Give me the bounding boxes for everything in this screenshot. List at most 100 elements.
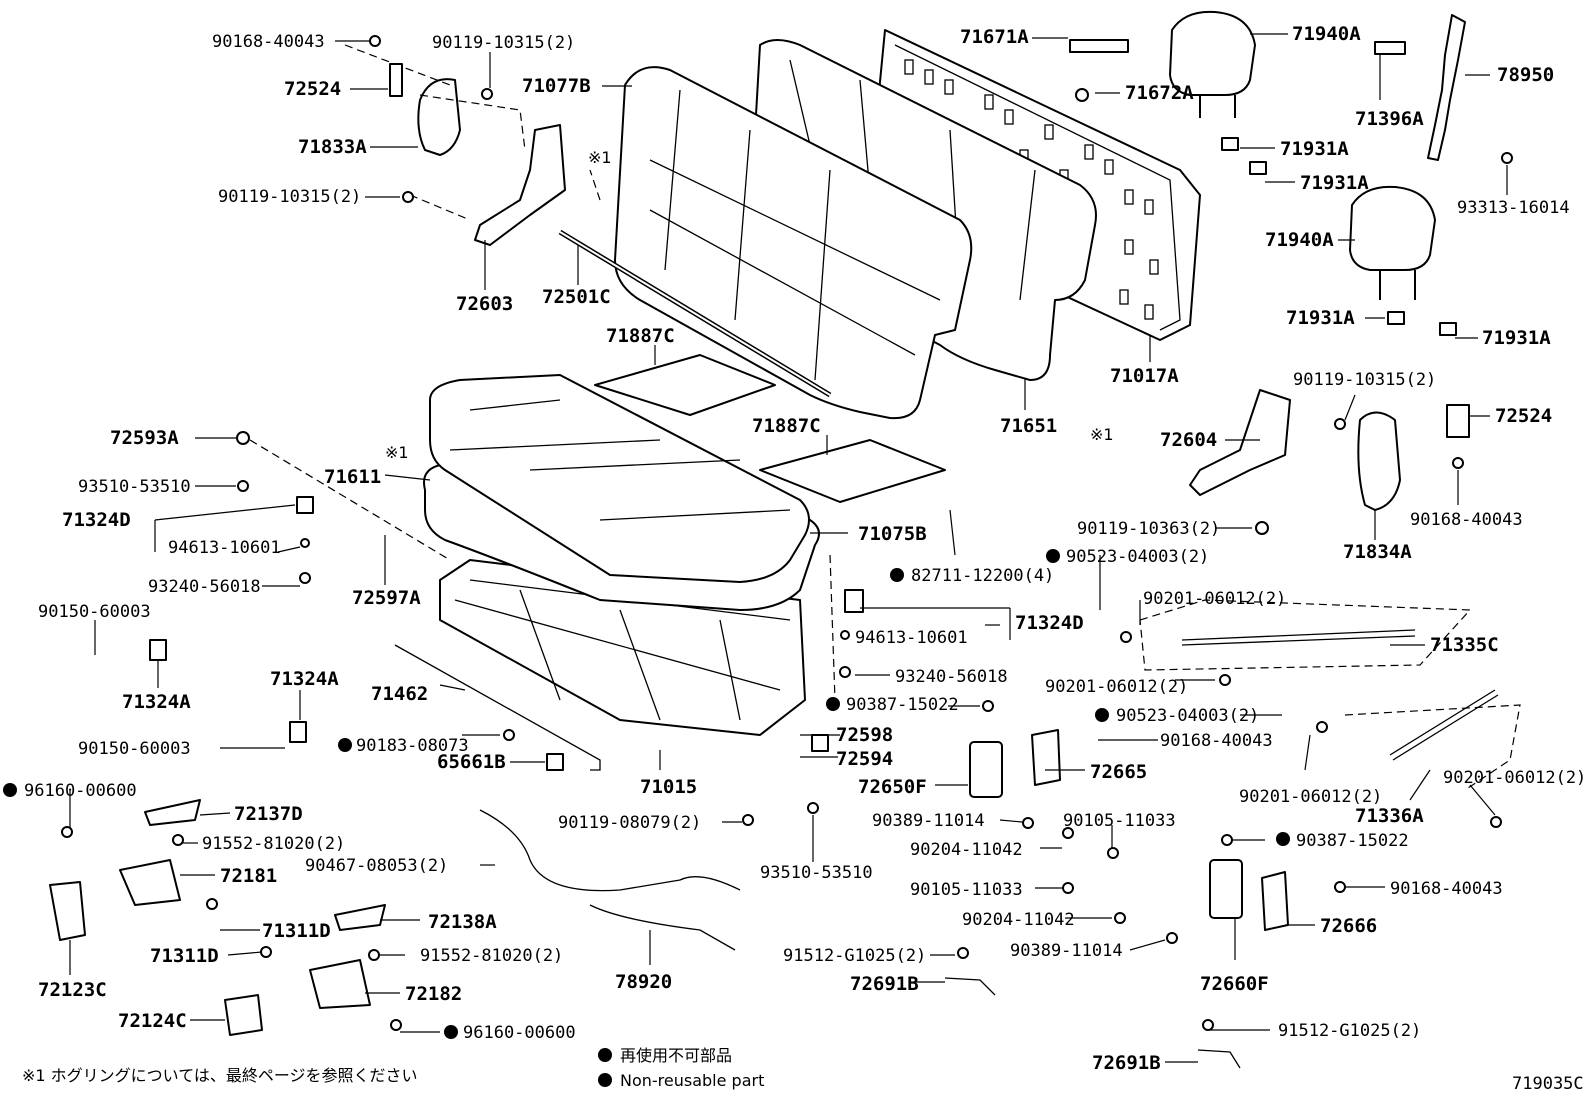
cover-72665 xyxy=(1031,729,1061,786)
label-71396A: 71396A xyxy=(1355,108,1424,130)
cover-72138A xyxy=(334,904,386,931)
label-71311D: 71311D xyxy=(262,920,331,942)
bracket-72691B-b xyxy=(1197,1049,1241,1069)
label-93510-53510: 93510-53510 xyxy=(78,477,191,497)
label-90467-08053: 90467-08053(2) xyxy=(305,856,448,876)
label-90150-60003: 90150-60003 xyxy=(38,602,151,622)
label-72123C: 72123C xyxy=(38,979,107,1001)
non-reusable-dots xyxy=(3,549,1290,1087)
cover-72123C xyxy=(49,881,86,941)
part-labels: 90168-40043 90119-10315(2) 72524 71833A … xyxy=(24,23,1586,1074)
label-71324D: 71324D xyxy=(62,509,131,531)
lock-72660F xyxy=(1209,859,1243,919)
headrest-lower xyxy=(1349,185,1436,300)
label-90387-15022: 90387-15022 xyxy=(846,695,959,715)
hinge-72604 xyxy=(1189,389,1291,496)
label-90387-15022-b: 90387-15022 xyxy=(1296,831,1409,851)
label-71940A: 71940A xyxy=(1292,23,1361,45)
rod-72501C xyxy=(558,229,832,398)
hinge-72182 xyxy=(309,959,371,1009)
seatback-cover xyxy=(614,66,973,420)
label-71651: 71651 xyxy=(1000,415,1057,437)
label-72524: 72524 xyxy=(284,78,341,100)
label-91552-81020-b: 91552-81020(2) xyxy=(420,946,563,966)
label-72597A: 72597A xyxy=(352,587,421,609)
label-90168-40043-d: 90168-40043 xyxy=(1390,879,1503,899)
label-93240-56018-b: 93240-56018 xyxy=(895,667,1008,687)
label-90204-11042-b: 90204-11042 xyxy=(962,910,1075,930)
label-90389-11014-b: 90389-11014 xyxy=(1010,941,1123,961)
figure-code: 719035C xyxy=(1512,1074,1584,1094)
label-94613-10601: 94613-10601 xyxy=(168,538,281,558)
label-71462: 71462 xyxy=(371,683,428,705)
label-71311D-b: 71311D xyxy=(150,945,219,967)
label-90523-04003-b: 90523-04003(2) xyxy=(1116,706,1259,726)
label-90105-11033: 90105-11033 xyxy=(1063,811,1176,831)
label-91552-81020: 91552-81020(2) xyxy=(202,834,345,854)
label-90201-06012-c: 90201-06012(2) xyxy=(1239,787,1382,807)
label-90168-40043-b: 90168-40043 xyxy=(1410,510,1523,530)
label-90168-40043-c: 90168-40043 xyxy=(1160,731,1273,751)
label-72182: 72182 xyxy=(405,983,462,1005)
label-72501C: 72501C xyxy=(542,286,611,308)
label-71611: 71611 xyxy=(324,466,381,488)
label-91512-G1025: 91512-G1025(2) xyxy=(783,946,926,966)
label-71075B: 71075B xyxy=(858,523,927,545)
label-90523-04003: 90523-04003(2) xyxy=(1066,547,1209,567)
cover-72137D xyxy=(144,799,201,826)
cover-71833A xyxy=(417,78,461,156)
leader-lines xyxy=(69,33,1508,1063)
footnote: ※1 ホグリングについては、最終ページを参照ください xyxy=(22,1066,418,1085)
label-78950: 78950 xyxy=(1497,64,1554,86)
label-71324A-b: 71324A xyxy=(270,668,339,690)
label-72593A: 72593A xyxy=(110,427,179,449)
cover-72666 xyxy=(1261,871,1289,931)
label-72604: 72604 xyxy=(1160,429,1217,451)
cushion-cover xyxy=(429,374,810,583)
label-93313-16014: 93313-16014 xyxy=(1457,198,1570,218)
label-90119-10315-b: 90119-10315(2) xyxy=(218,187,361,207)
cover-72124C xyxy=(224,994,263,1036)
label-72660F: 72660F xyxy=(1200,973,1269,995)
label-71672A: 71672A xyxy=(1125,82,1194,104)
label-72594: 72594 xyxy=(836,748,893,770)
lock-72650F xyxy=(969,741,1003,798)
ref-mark-2: ※1 xyxy=(385,443,409,462)
label-72181: 72181 xyxy=(220,865,277,887)
label-72665: 72665 xyxy=(1090,761,1147,783)
label-72650F: 72650F xyxy=(858,776,927,798)
label-96160-00600-b: 96160-00600 xyxy=(463,1023,576,1043)
label-71931A-c: 71931A xyxy=(1286,307,1355,329)
label-78920: 78920 xyxy=(615,971,672,993)
label-90389-11014: 90389-11014 xyxy=(872,811,985,831)
ref-mark-1: ※1 xyxy=(588,148,612,167)
label-90201-06012-b: 90201-06012(2) xyxy=(1045,677,1188,697)
headrest-upper xyxy=(1169,10,1256,118)
label-72691B: 72691B xyxy=(850,973,919,995)
label-71335C: 71335C xyxy=(1430,634,1499,656)
rod-71462 xyxy=(394,644,601,771)
label-90119-08079: 90119-08079(2) xyxy=(558,813,701,833)
label-71324A: 71324A xyxy=(122,691,191,713)
label-72603: 72603 xyxy=(456,293,513,315)
bracket-72691B-a xyxy=(944,977,996,996)
label-71833A: 71833A xyxy=(298,136,367,158)
label-90204-11042: 90204-11042 xyxy=(910,840,1023,860)
label-72666: 72666 xyxy=(1320,915,1377,937)
label-90150-60003-b: 90150-60003 xyxy=(78,739,191,759)
cover-71834A xyxy=(1357,411,1401,511)
label-65661B: 65661B xyxy=(437,751,506,773)
hinge-72181 xyxy=(119,859,181,906)
legend-japanese: 再使用不可部品 xyxy=(620,1046,732,1065)
label-93240-56018: 93240-56018 xyxy=(148,577,261,597)
label-91512-G1025-b: 91512-G1025(2) xyxy=(1278,1021,1421,1041)
label-71931A-b: 71931A xyxy=(1300,172,1369,194)
label-72524-b: 72524 xyxy=(1495,405,1552,427)
label-71015: 71015 xyxy=(640,776,697,798)
label-90183-08073: 90183-08073 xyxy=(356,736,469,756)
label-72137D: 72137D xyxy=(234,803,303,825)
label-71887C-b: 71887C xyxy=(752,415,821,437)
label-96160-00600: 96160-00600 xyxy=(24,781,137,801)
